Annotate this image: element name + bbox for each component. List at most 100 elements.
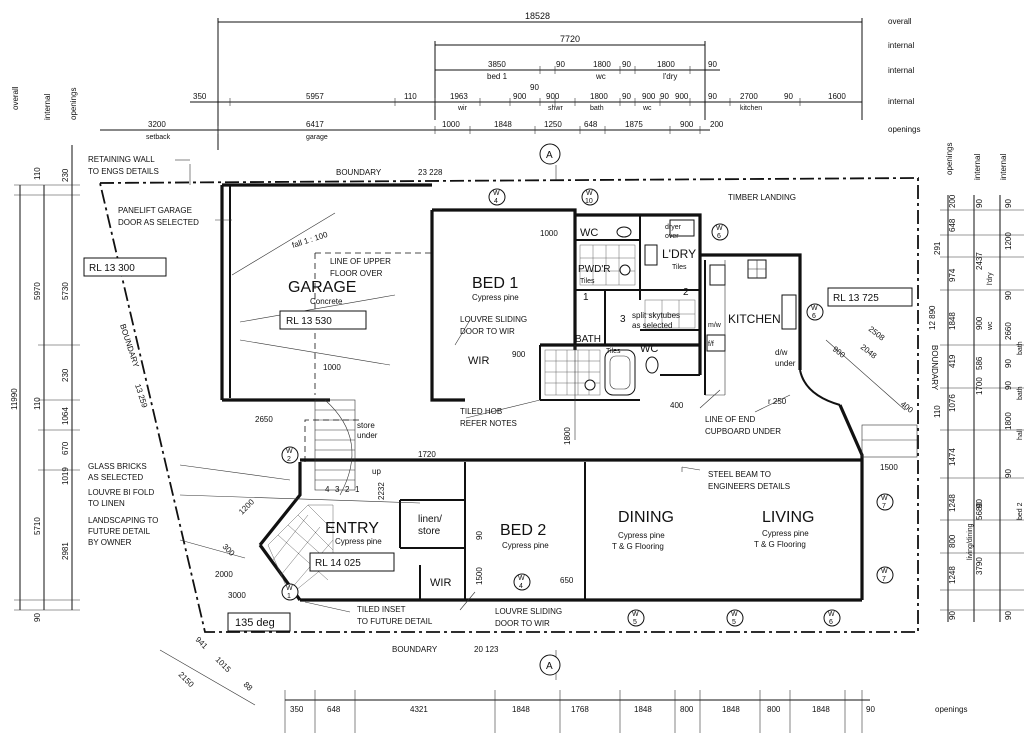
note-louvre-wir-1b: DOOR TO WIR xyxy=(460,327,515,336)
right-open-9: 1248 xyxy=(948,494,957,512)
left-overall-2: 5970 xyxy=(33,282,42,300)
dim-row2-9: 900 xyxy=(642,92,656,101)
fixtures xyxy=(267,219,862,596)
right-ov-7: 90 xyxy=(1004,381,1013,390)
corner-dim-2150: 2150 xyxy=(177,670,196,689)
dim-row1-5: 1800 xyxy=(657,60,675,69)
svg-text:W: W xyxy=(881,495,888,502)
dim-900-wir: 900 xyxy=(512,350,526,359)
right-open-4: 974 xyxy=(948,268,957,282)
corner-dim-1015: 1015 xyxy=(214,655,233,674)
dim-row2-13: 2700 xyxy=(740,92,758,101)
note-louvre-wir-1: LOUVRE SLIDING xyxy=(460,315,527,324)
dim-row1-6: 90 xyxy=(708,60,717,69)
dim-1720: 1720 xyxy=(418,450,436,459)
kitchen-ff: f/f xyxy=(708,341,714,348)
window-tag: W7 xyxy=(876,566,894,584)
svg-text:W: W xyxy=(586,190,593,197)
svg-text:W: W xyxy=(518,575,525,582)
stair-step-3: 3 xyxy=(335,485,340,494)
row-label-internal-3: internal xyxy=(888,97,914,106)
left-header-openings: openings xyxy=(69,88,78,120)
building-walls xyxy=(220,183,918,602)
note-landscaping-3: BY OWNER xyxy=(88,538,132,547)
stair-step-2: 2 xyxy=(345,485,350,494)
left-internal-5: 670 xyxy=(61,441,70,455)
dim-row2-7: 1800 xyxy=(590,92,608,101)
dim-1200: 1200 xyxy=(237,497,256,516)
row-label-internal-1: internal xyxy=(888,41,914,50)
right-int-label-wc: wc xyxy=(987,321,994,331)
room-dining-floor-2: T & G Flooring xyxy=(612,542,664,551)
window-tags: W4 W10 W6 W6 W2 W1 W4 W5 W5 W6 W7 W7 xyxy=(281,188,894,627)
left-overall-5: 5710 xyxy=(33,517,42,535)
svg-text:2: 2 xyxy=(287,456,291,463)
svg-text:A: A xyxy=(546,661,553,672)
svg-text:W: W xyxy=(881,568,888,575)
window-tag: W5 xyxy=(627,609,645,627)
bottom-dim-3: 4321 xyxy=(410,705,428,714)
room-entry-floor: Cypress pine xyxy=(335,537,382,546)
room-wc-1: WC xyxy=(580,227,598,239)
bottom-dim-7: 800 xyxy=(680,705,694,714)
left-overall-6: 90 xyxy=(33,613,42,622)
dim-open-2: 6417 xyxy=(306,120,324,129)
room-pwdr-floor: Tiles xyxy=(580,278,595,285)
dim-row1-3: 1800 xyxy=(593,60,611,69)
left-internal-7: 2981 xyxy=(61,542,70,560)
right-open-1: 200 xyxy=(948,194,957,208)
svg-text:7: 7 xyxy=(882,503,886,510)
right-ov-6: 1700 xyxy=(975,377,984,395)
room-bed2-floor: Cypress pine xyxy=(502,541,549,550)
right-ov-1: 90 xyxy=(1004,199,1013,208)
right-header-internal-2: internal xyxy=(999,154,1008,180)
right-far-2: bath xyxy=(1017,386,1024,400)
leader-lines xyxy=(175,159,791,680)
dim-1000-garage: 1000 xyxy=(323,363,341,372)
room-dining-floor: Cypress pine xyxy=(618,531,665,540)
right-open-12: 90 xyxy=(948,611,957,620)
room-living-floor: Cypress pine xyxy=(762,529,809,538)
dim-open-9: 200 xyxy=(710,120,724,129)
right-ov-11: 90 xyxy=(975,499,984,508)
right-ov-12: 3790 xyxy=(975,557,984,575)
right-dimension-strings: openings internal internal 200 648 291 9… xyxy=(928,143,1024,622)
section-marker-top: A xyxy=(539,143,561,165)
dim-3000: 3000 xyxy=(228,591,246,600)
bottom-dim-1: 350 xyxy=(290,705,304,714)
dim-row2-6: 900 xyxy=(546,92,560,101)
right-ov-13: 90 xyxy=(1004,611,1013,620)
note-landscaping: LANDSCAPING TO xyxy=(88,516,158,525)
right-int-label-living: living/dining xyxy=(967,523,974,560)
right-open-7: 1076 xyxy=(948,394,957,412)
dim-row2-5: 900 xyxy=(513,92,527,101)
dim-1000-bed1: 1000 xyxy=(540,229,558,238)
left-internal-2: 5730 xyxy=(61,282,70,300)
room-laundry: L'DRY xyxy=(662,247,696,261)
dim-row2-2: 5957 xyxy=(306,92,324,101)
dim-2650: 2650 xyxy=(255,415,273,424)
section-marker-bottom: A xyxy=(539,654,561,676)
note-store-under-2: under xyxy=(357,431,378,440)
right-far-3: hall xyxy=(1017,429,1024,440)
svg-text:W: W xyxy=(811,305,818,312)
svg-text:4: 4 xyxy=(519,583,523,590)
room-bath: BATH xyxy=(575,334,601,345)
dim-row1-4: 90 xyxy=(622,60,631,69)
left-internal-3: 230 xyxy=(61,368,70,382)
dim-open-5: 1250 xyxy=(544,120,562,129)
dim-label-bed1: bed 1 xyxy=(487,72,508,81)
svg-text:7: 7 xyxy=(882,576,886,583)
dim-900-kitchen: 900 xyxy=(831,344,847,360)
bottom-dim-11: 90 xyxy=(866,705,875,714)
dim-row2-1: 350 xyxy=(193,92,207,101)
svg-text:W: W xyxy=(632,611,639,618)
window-tag: W4 xyxy=(513,573,531,591)
dim-r250: r 250 xyxy=(768,397,787,406)
dim-2508: 2508 xyxy=(867,324,887,342)
note-retaining-wall-2: TO ENGS DETAILS xyxy=(88,167,159,176)
dim-2000: 2000 xyxy=(215,570,233,579)
dim-row2-12: 90 xyxy=(708,92,717,101)
left-overall-3: 11990 xyxy=(10,388,19,410)
room-linen-2: store xyxy=(418,526,441,537)
